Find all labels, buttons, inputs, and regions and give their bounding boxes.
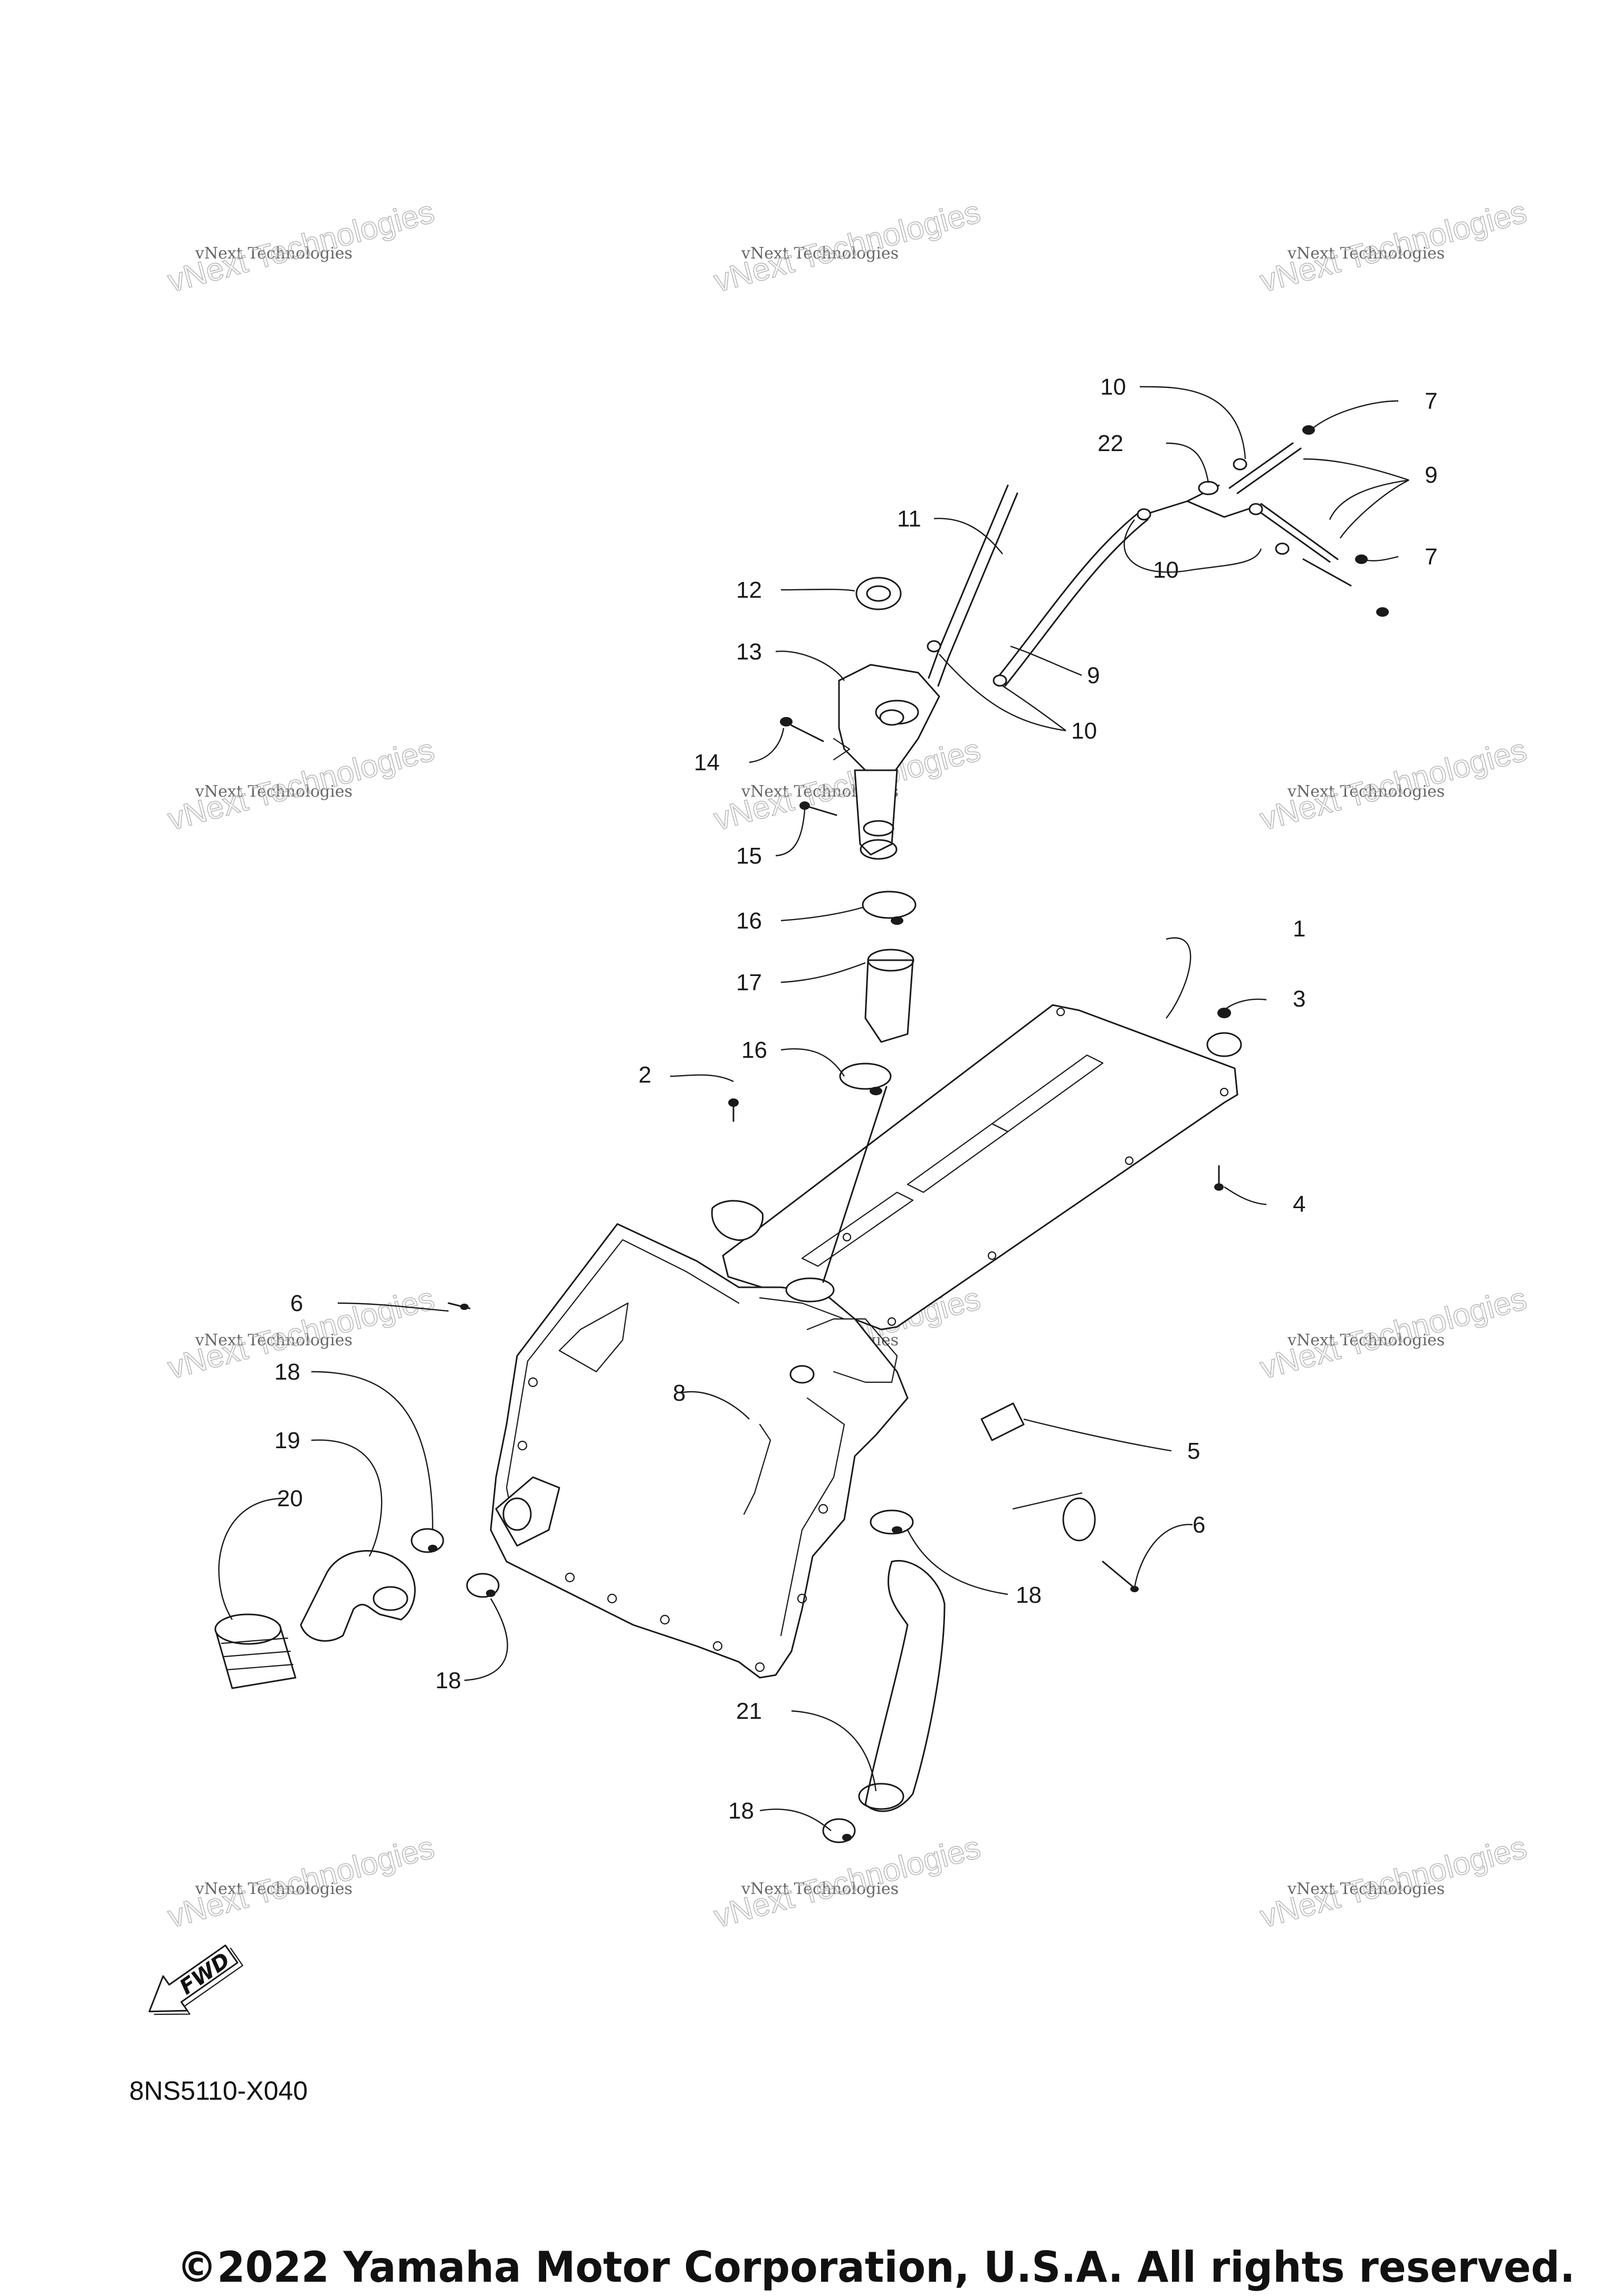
part-label: 10 — [1153, 557, 1179, 583]
part-label: 17 — [736, 970, 762, 996]
part-label: 2 — [638, 1062, 651, 1088]
watermark-small: vNext Technologies — [195, 1880, 352, 1898]
part-label: 6 — [1193, 1512, 1205, 1538]
watermark-small: vNext Technologies — [741, 1880, 899, 1898]
right-hose-21 — [822, 1509, 946, 1843]
part-label: 20 — [277, 1486, 303, 1511]
part-label: 21 — [736, 1698, 762, 1724]
vent-hose-assembly — [927, 425, 1389, 687]
part-label: 18 — [274, 1359, 300, 1385]
part-label: 18 — [728, 1798, 754, 1824]
filler-neck-assembly — [780, 577, 940, 860]
left-hose-assembly — [214, 1528, 500, 1689]
part-label: 8 — [673, 1380, 685, 1406]
watermark-small: vNext Technologies — [195, 782, 352, 801]
leader-lines — [218, 386, 1409, 1831]
part-label: 3 — [1293, 986, 1305, 1012]
watermark-small: vNext Technologies — [1287, 1331, 1445, 1350]
small-fasteners — [711, 1008, 1242, 1241]
part-label: 11 — [897, 506, 921, 532]
part-label: 9 — [1087, 663, 1100, 688]
part-label: 5 — [1187, 1438, 1200, 1464]
part-label: 16 — [736, 908, 762, 934]
drawing-code: 8NS5110-X040 — [129, 2076, 308, 2106]
hose-17-and-clamps — [822, 891, 917, 1283]
watermark-small: vNext Technologies — [1287, 1880, 1445, 1898]
part-5-seal — [447, 1302, 1139, 1592]
part-label: 12 — [736, 577, 762, 603]
part-label: 1 — [1293, 916, 1305, 942]
part-label: 7 — [1425, 388, 1437, 414]
part-label: 4 — [1293, 1191, 1305, 1217]
part-label: 18 — [435, 1668, 461, 1694]
part-label: 18 — [1016, 1582, 1042, 1608]
watermark-small: vNext Technologies — [1287, 244, 1445, 263]
copyright-notice: ©2022 Yamaha Motor Corporation, U.S.A. A… — [177, 2243, 1575, 2292]
part-label: 19 — [274, 1428, 300, 1453]
part-label: 22 — [1098, 430, 1123, 456]
watermark-small: vNext Technologies — [195, 1331, 352, 1350]
main-housing — [490, 1223, 909, 1679]
watermark-small: vNext Technologies — [195, 244, 352, 263]
part-label: 6 — [290, 1290, 303, 1316]
watermark-group: vNext Technologies vNext Technologies vNe… — [164, 193, 1530, 1935]
part-label: 10 — [1071, 718, 1097, 744]
part-labels: 1 2 3 4 5 6 6 7 7 8 9 9 10 10 10 11 12 1… — [274, 374, 1437, 1824]
part-label: 15 — [736, 843, 762, 869]
watermark-small: vNext Technologies — [1287, 782, 1445, 801]
part-label: 7 — [1425, 544, 1437, 570]
part-label: 9 — [1425, 462, 1437, 488]
part-label: 14 — [694, 750, 720, 776]
part-label: 16 — [741, 1037, 767, 1063]
part-label: 13 — [736, 639, 762, 665]
part-label: 10 — [1100, 374, 1126, 400]
watermark-small: vNext Technologies — [741, 244, 899, 263]
fwd-arrow-icon: FWD — [148, 1944, 243, 2015]
